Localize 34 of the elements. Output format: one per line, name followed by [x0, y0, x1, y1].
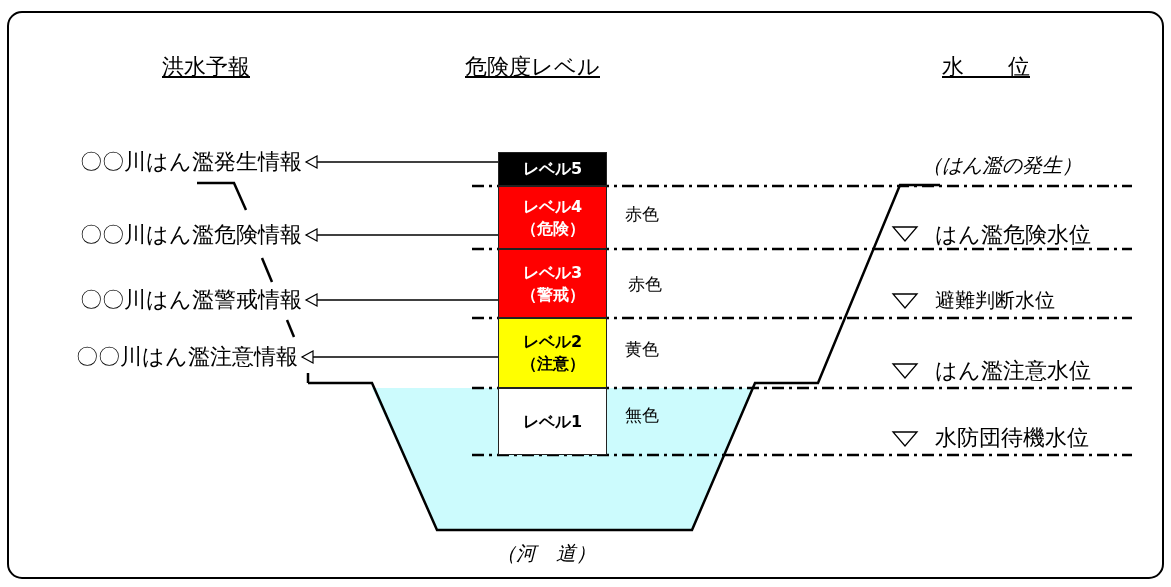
level-box	[498, 388, 607, 455]
forecast-text: 〇〇川はん濫注意情報	[76, 346, 298, 368]
forecast-text: 〇〇川はん濫警戒情報	[80, 289, 302, 311]
arrow	[305, 228, 499, 242]
level-box	[498, 186, 607, 249]
level-box	[498, 318, 607, 388]
color-note: 無色	[625, 407, 659, 424]
level-text: レベル2	[522, 331, 583, 353]
water-level-name: はん濫注意水位	[935, 360, 1091, 382]
color-note: 赤色	[628, 276, 662, 293]
level-text: （注意）	[520, 353, 585, 375]
forecast-text: 〇〇川はん濫発生情報	[80, 151, 302, 173]
river-channel-label: （河 道）	[496, 543, 596, 563]
level-text: レベル3	[522, 261, 583, 284]
water-level-name: はん濫危険水位	[935, 224, 1091, 246]
level-text: レベル1	[522, 410, 583, 433]
color-note: 赤色	[625, 206, 659, 223]
color-note: 黄色	[625, 341, 659, 358]
level-box	[498, 152, 607, 186]
column-heading: 洪水予報	[162, 56, 250, 78]
arrow	[305, 155, 499, 169]
level-text: レベル4	[522, 195, 583, 218]
arrow	[301, 350, 499, 364]
water-level-name: （はん濫の発生）	[922, 155, 1082, 175]
column-heading: 危険度レベル	[465, 56, 600, 78]
column-heading: 水 位	[942, 56, 1030, 78]
level-text: レベル5	[522, 158, 583, 180]
level-box	[498, 249, 607, 318]
arrow	[305, 293, 499, 307]
water-level-name: 避難判断水位	[935, 290, 1055, 310]
level-text: （警戒）	[520, 283, 585, 306]
water-level-name: 水防団待機水位	[935, 427, 1089, 449]
forecast-text: 〇〇川はん濫危険情報	[80, 224, 302, 246]
level-text: （危険）	[520, 217, 585, 240]
